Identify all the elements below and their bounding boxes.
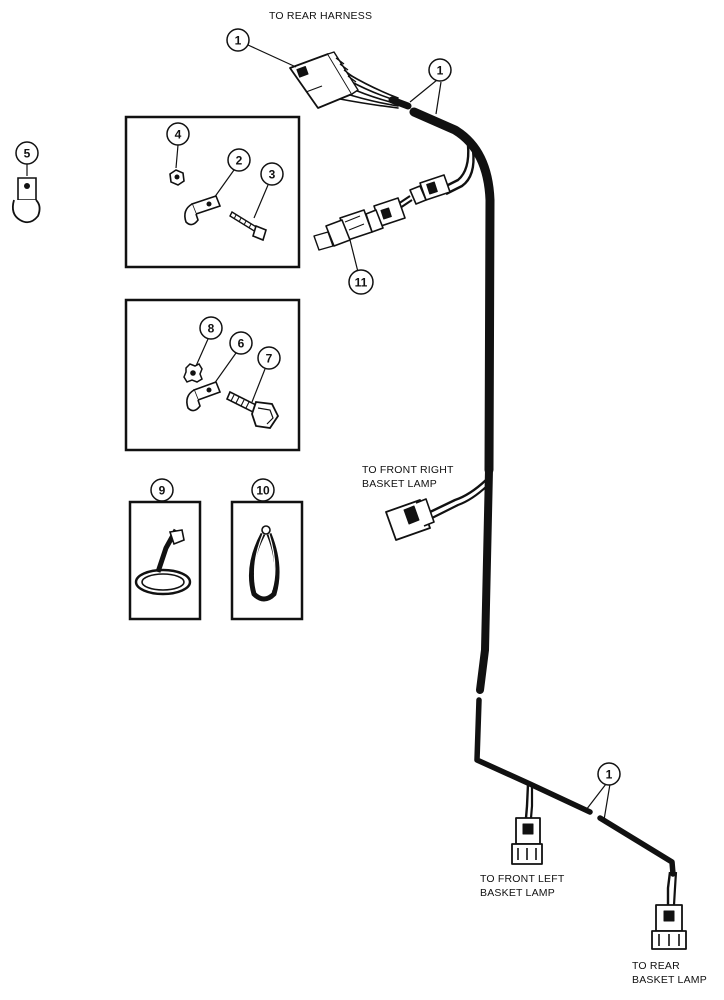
callout-number: 1 — [235, 34, 242, 48]
callout-number: 10 — [256, 484, 270, 498]
label-rear-lamp-line1: TO REAR — [632, 960, 680, 972]
main-harness — [339, 74, 676, 877]
callout-number: 5 — [24, 147, 31, 161]
callout-number: 11 — [355, 276, 368, 290]
callout-number: 4 — [175, 128, 182, 142]
label-front-right-line1: TO FRONT RIGHT — [362, 464, 454, 476]
callout-number: 8 — [208, 322, 215, 336]
tie-strap-icon — [134, 528, 192, 596]
label-rear-lamp-line2: BASKET LAMP — [632, 974, 707, 986]
callout-number: 1 — [606, 768, 613, 782]
front-right-branch — [385, 479, 488, 541]
clip-icon — [190, 195, 222, 215]
label-front-left-line2: BASKET LAMP — [480, 887, 555, 899]
loop-clamp-icon — [249, 525, 280, 602]
callout-1-mid: 1 — [409, 58, 452, 115]
rear-lamp-branch — [651, 871, 687, 950]
callout-1-top: 1 — [226, 28, 297, 68]
parts-box-b: 8 6 7 — [124, 298, 301, 452]
label-to-rear-harness: TO REAR HARNESS — [269, 10, 373, 22]
item-5-clip: 5 — [11, 141, 41, 224]
label-front-right-line2: BASKET LAMP — [362, 478, 437, 490]
rear-harness-connector — [289, 51, 359, 109]
callout-number: 2 — [236, 154, 243, 168]
parts-box-c: 9 — [128, 478, 202, 621]
callout-11: 11 — [348, 239, 374, 295]
callout-number: 9 — [159, 484, 166, 498]
label-front-left-line1: TO FRONT LEFT — [480, 873, 565, 885]
callout-1-bottom: 1 — [585, 762, 621, 821]
callout-number: 1 — [437, 64, 444, 78]
sender-branch — [313, 144, 475, 251]
callout-number: 7 — [266, 352, 273, 366]
parts-box-d: 10 — [230, 478, 304, 621]
parts-box-a: 4 2 3 — [124, 115, 301, 269]
callout-number: 3 — [269, 168, 276, 182]
callout-number: 6 — [238, 337, 245, 351]
front-left-branch — [511, 783, 543, 865]
